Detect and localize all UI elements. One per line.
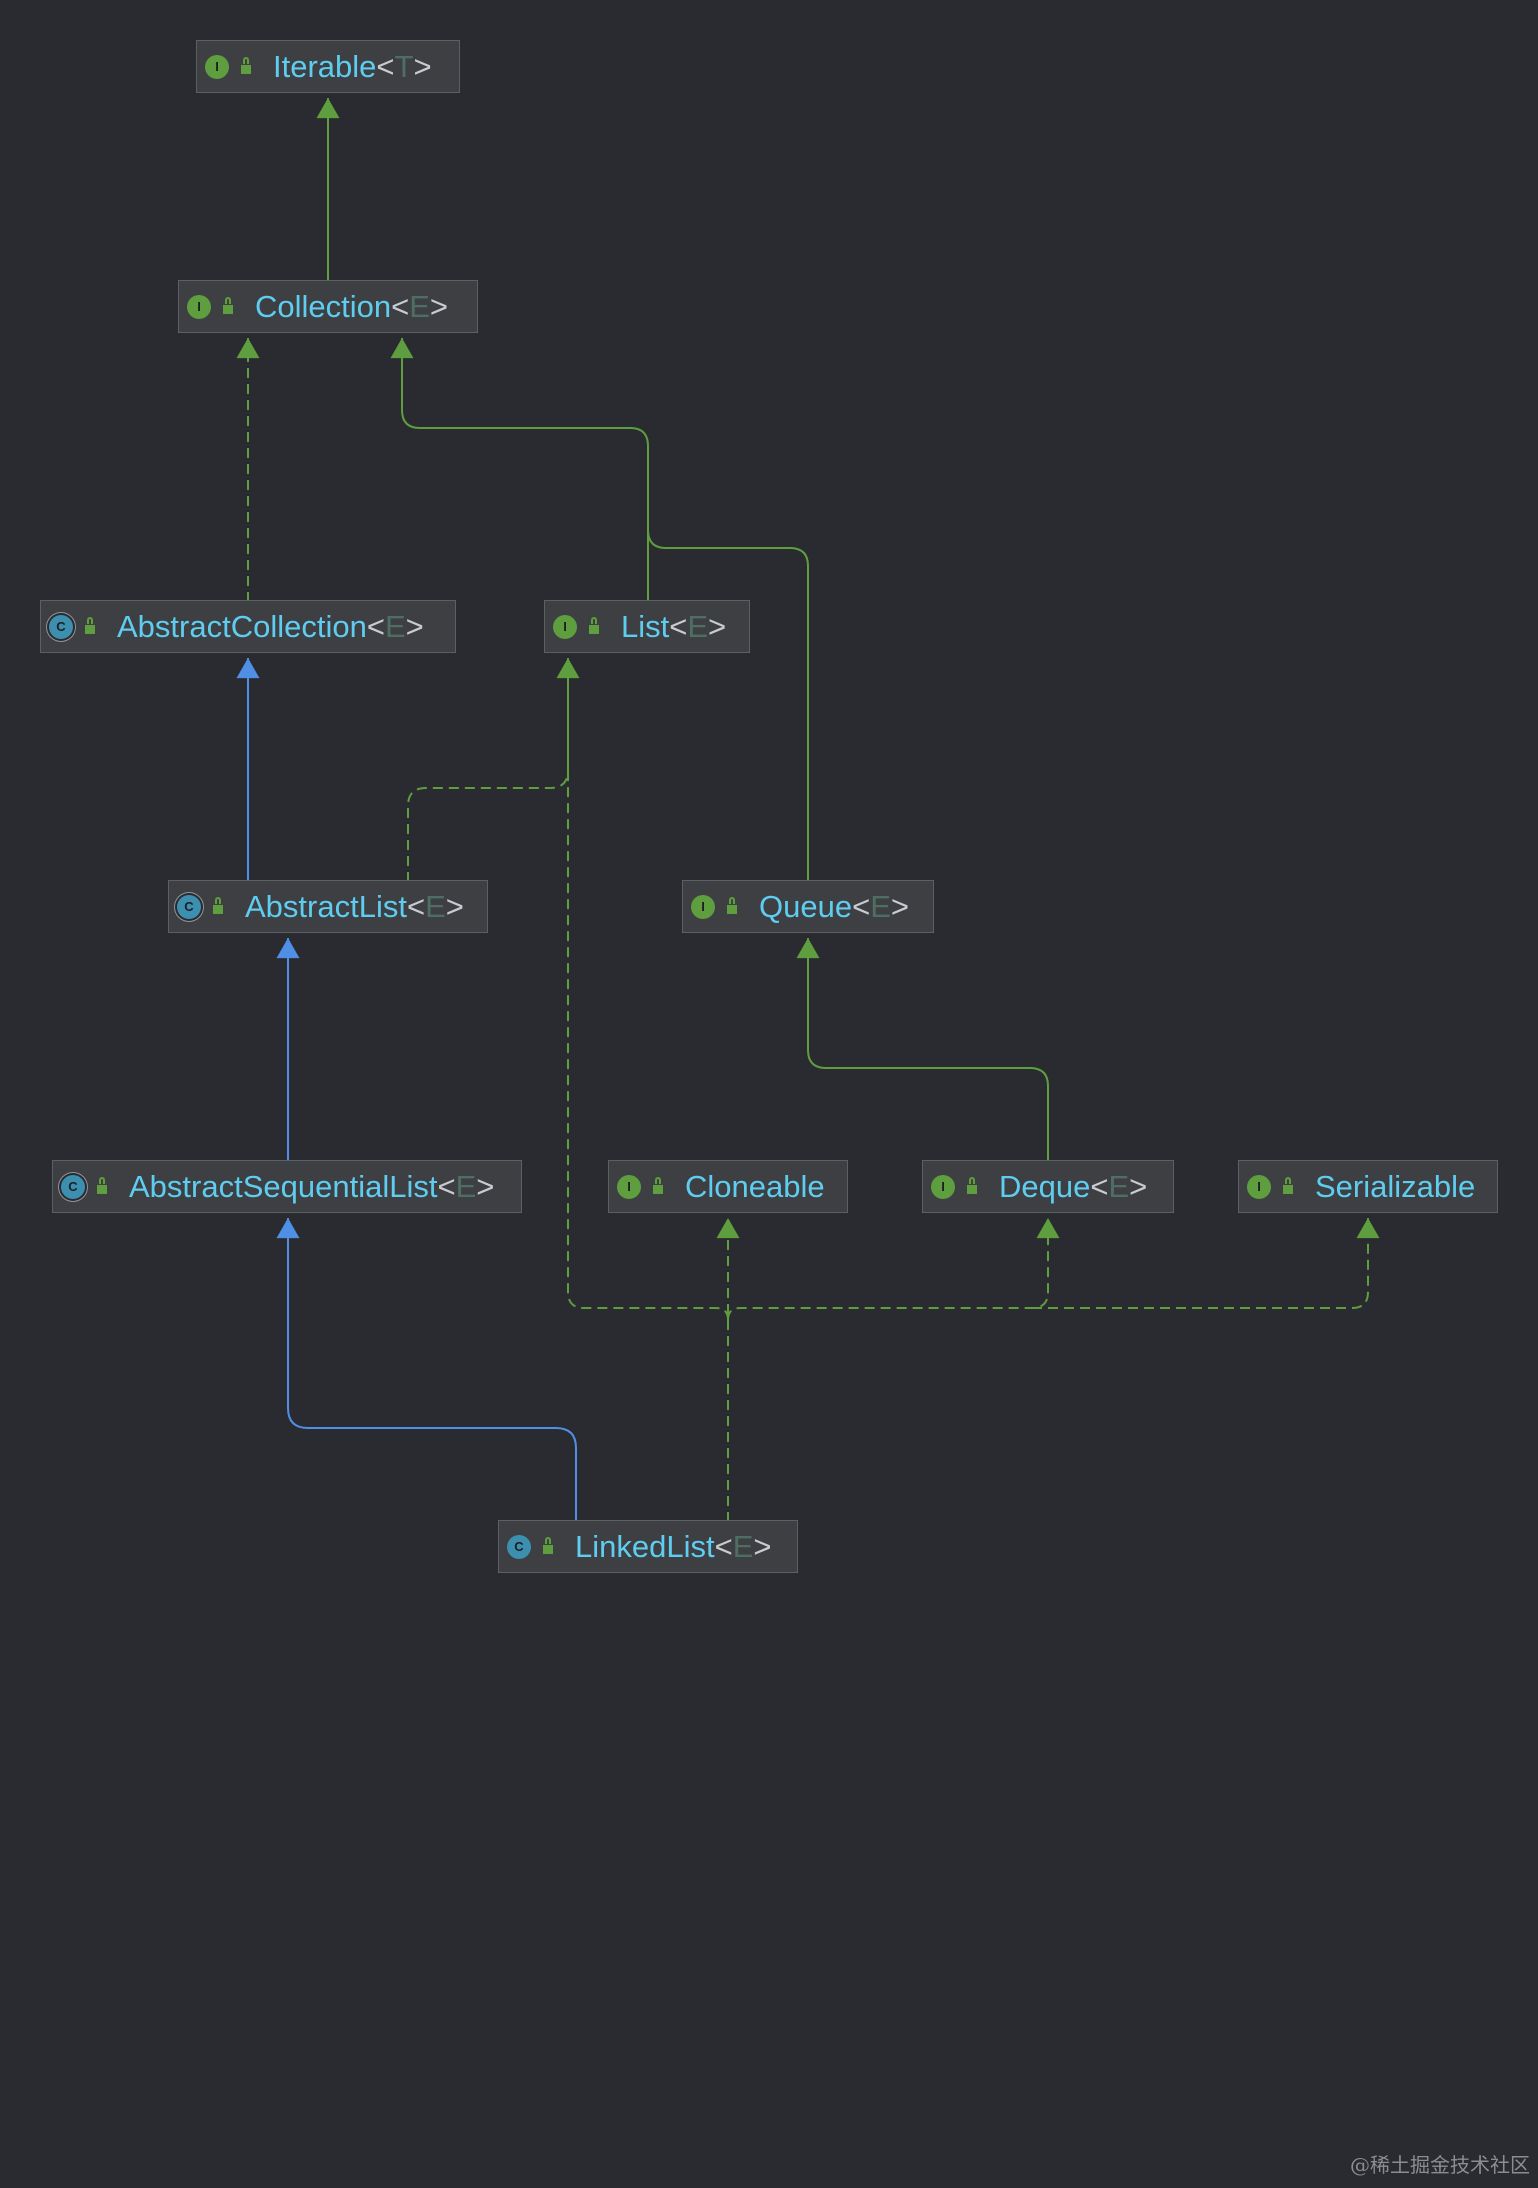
type-param: E xyxy=(455,1168,477,1204)
node-name: Collection xyxy=(255,288,392,324)
node-abstract-sequential-list[interactable]: C AbstractSequentialList<E> xyxy=(52,1160,522,1213)
public-lock-icon xyxy=(97,1177,107,1194)
node-deque[interactable]: I Deque<E> xyxy=(922,1160,1174,1213)
node-name: AbstractList xyxy=(245,888,407,924)
type-param: E xyxy=(1108,1168,1130,1204)
node-serializable[interactable]: I Serializable xyxy=(1238,1160,1498,1213)
node-name: LinkedList xyxy=(575,1528,715,1564)
type-param: E xyxy=(425,888,446,924)
public-lock-icon xyxy=(589,617,599,634)
type-param: E xyxy=(687,608,709,644)
interface-badge-icon: I xyxy=(691,894,715,919)
watermark: @稀土掘金技术社区 xyxy=(1350,2153,1530,2177)
edge-linkedlist-implements-deque xyxy=(727,1218,1060,1321)
type-param: E xyxy=(732,1528,754,1564)
interface-badge-icon: I xyxy=(931,1174,955,1199)
public-lock-icon xyxy=(543,1537,553,1554)
node-name: AbstractCollection xyxy=(117,608,367,644)
node-name: Deque xyxy=(999,1168,1091,1204)
node-name: Serializable xyxy=(1315,1168,1476,1204)
public-lock-icon xyxy=(85,617,95,634)
abstract-class-badge-icon: C xyxy=(177,894,201,919)
public-lock-icon xyxy=(967,1177,977,1194)
edge-abstractlist-implements-list xyxy=(407,658,580,882)
public-lock-icon xyxy=(223,297,233,314)
interface-badge-icon: I xyxy=(205,54,229,79)
interface-badge-icon: I xyxy=(553,614,577,639)
node-abstract-collection[interactable]: C AbstractCollection<E> xyxy=(40,600,456,653)
public-lock-icon xyxy=(1283,1177,1293,1194)
interface-badge-icon: I xyxy=(1247,1174,1271,1199)
node-name: AbstractSequentialList xyxy=(129,1168,438,1204)
edge-deque-extends-queue xyxy=(796,938,1049,1162)
node-name: List xyxy=(621,608,670,644)
interface-badge-icon: I xyxy=(617,1174,641,1199)
edge-linkedlist-extends-abstractsequentiallist xyxy=(276,1218,577,1522)
type-param: E xyxy=(870,888,891,924)
node-name: Iterable xyxy=(273,48,377,84)
node-name: Cloneable xyxy=(685,1168,825,1204)
node-iterable[interactable]: I Iterable<T> xyxy=(196,40,460,93)
type-param: E xyxy=(384,608,406,644)
node-queue[interactable]: I Queue<E> xyxy=(682,880,934,933)
node-list[interactable]: I List<E> xyxy=(544,600,750,653)
interface-badge-icon: I xyxy=(187,294,211,319)
edge-linkedlist-implements-list xyxy=(567,658,729,1321)
public-lock-icon xyxy=(727,897,737,914)
public-lock-icon xyxy=(241,57,251,74)
public-lock-icon xyxy=(653,1177,663,1194)
abstract-class-badge-icon: C xyxy=(61,1174,85,1199)
class-badge-icon: C xyxy=(507,1534,531,1559)
edge-linkedlist-implements-serializable xyxy=(1032,1218,1380,1309)
type-param: E xyxy=(409,288,430,324)
node-collection[interactable]: I Collection<E> xyxy=(178,280,478,333)
public-lock-icon xyxy=(213,897,223,914)
edge-queue-extends-collection xyxy=(647,529,809,882)
node-abstract-list[interactable]: C AbstractList<E> xyxy=(168,880,488,933)
node-cloneable[interactable]: I Cloneable xyxy=(608,1160,848,1213)
node-linked-list[interactable]: C LinkedList<E> xyxy=(498,1520,798,1573)
abstract-class-badge-icon: C xyxy=(49,614,73,639)
edge-list-extends-collection xyxy=(390,338,649,602)
type-param: T xyxy=(394,48,414,84)
node-name: Queue xyxy=(759,888,853,924)
